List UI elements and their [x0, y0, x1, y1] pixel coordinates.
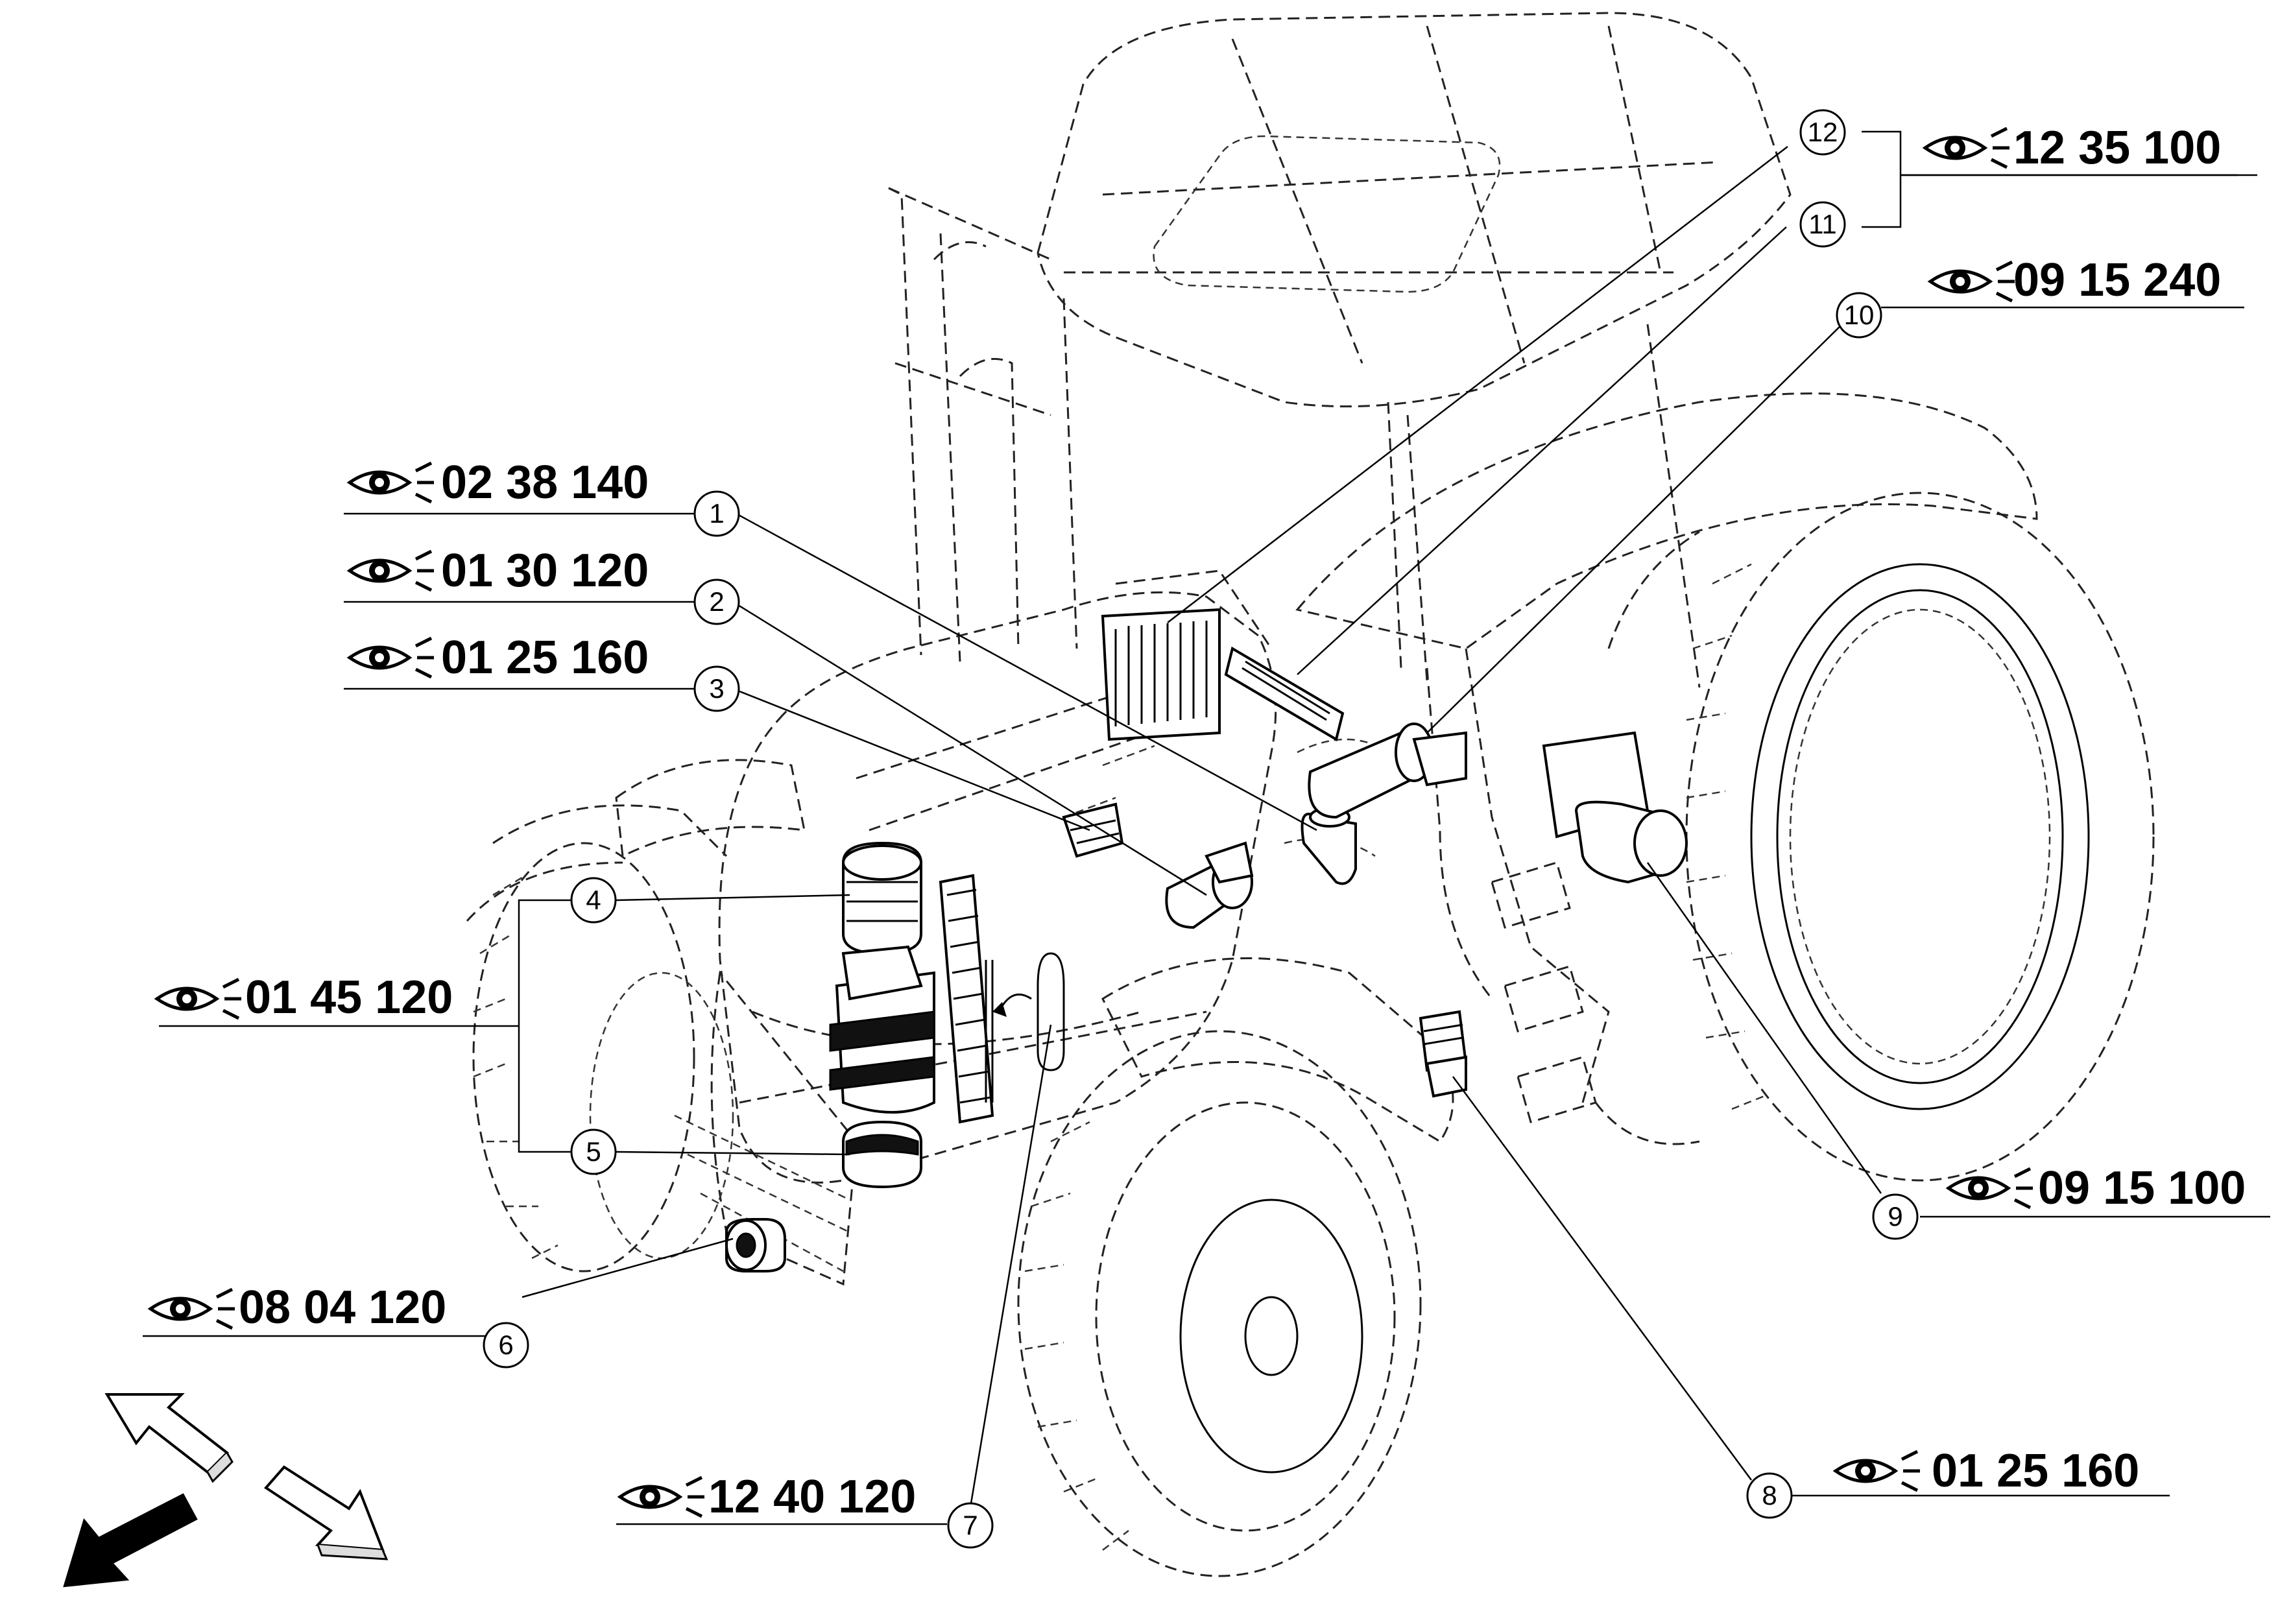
eye-icon: [620, 1477, 704, 1516]
eye-icon: [1836, 1451, 1920, 1490]
reference-r3[interactable]: 01 25 160: [344, 632, 694, 690]
reference-code: 12 40 120: [708, 1471, 916, 1523]
part-access-panel: [992, 952, 1065, 1071]
callout-7[interactable]: 7: [947, 1502, 994, 1549]
callout-11[interactable]: 11: [1799, 201, 1846, 248]
reference-code: 02 38 140: [441, 457, 649, 508]
reference-code: 09 15 100: [2038, 1162, 2246, 1214]
callout-number: 4: [586, 885, 601, 915]
reference-code: 01 25 160: [441, 632, 649, 684]
part-fuel-filter: [1301, 807, 1357, 885]
callout-4[interactable]: 4: [570, 877, 617, 924]
reference-code: 12 35 100: [2013, 122, 2221, 174]
reference-r4[interactable]: 01 45 120: [157, 972, 453, 1027]
arrow-down-left-icon: [63, 1493, 198, 1588]
part-starter-motor: [1308, 722, 1467, 819]
reference-r10[interactable]: 09 15 240: [1881, 254, 2244, 309]
callout-10[interactable]: 10: [1836, 292, 1882, 339]
callout-number: 7: [963, 1510, 978, 1540]
callout-number: 2: [709, 586, 724, 617]
eye-icon: [350, 551, 434, 590]
callout-number: 1: [709, 498, 724, 529]
reference-r8[interactable]: 01 25 160: [1790, 1445, 2170, 1497]
callout-9[interactable]: 9: [1872, 1193, 1919, 1240]
callout-5[interactable]: 5: [570, 1128, 617, 1175]
eye-icon: [1949, 1169, 2033, 1208]
eye-icon: [150, 1289, 235, 1328]
reference-r12[interactable]: 12 35 100: [1901, 122, 2238, 176]
reference-code: 01 30 120: [441, 545, 649, 597]
part-air-filter-housing: [829, 945, 935, 1114]
callout-number: 3: [709, 673, 724, 704]
callout-number: 11: [1808, 209, 1837, 239]
callout-6[interactable]: 6: [483, 1322, 529, 1368]
reference-code: 09 15 240: [2013, 254, 2221, 306]
callout-8[interactable]: 8: [1746, 1472, 1793, 1519]
reference-code: 08 04 120: [239, 1282, 446, 1333]
callout-number: 9: [1888, 1201, 1902, 1232]
part-air-filter-bottom: [842, 1120, 922, 1189]
callout-3[interactable]: 3: [693, 665, 740, 712]
eye-icon: [350, 463, 434, 502]
reference-code: 01 45 120: [245, 972, 453, 1023]
part-hydraulic-filter: [1419, 1010, 1468, 1098]
callout-number: 6: [498, 1330, 513, 1360]
reference-code: 01 25 160: [1932, 1445, 2139, 1497]
callout-number: 12: [1808, 117, 1838, 147]
eye-icon: [1930, 262, 2015, 301]
part-radiator: [939, 874, 994, 1124]
part-cab-air-filter: [1101, 608, 1221, 741]
reference-r6[interactable]: 08 04 120: [143, 1282, 486, 1337]
arrow-up-left-icon: [104, 1393, 234, 1483]
eye-icon: [350, 638, 434, 677]
eye-icon: [157, 979, 241, 1018]
part-alternator: [1165, 841, 1254, 929]
callout-number: 5: [586, 1136, 601, 1167]
callout-number: 8: [1762, 1480, 1777, 1511]
part-transmission-filter: [1542, 731, 1688, 884]
callout-12[interactable]: 12: [1799, 109, 1846, 156]
callout-1[interactable]: 1: [693, 490, 740, 537]
arrow-down-right-icon: [263, 1465, 389, 1560]
callout-2[interactable]: 2: [693, 579, 740, 625]
reference-r1[interactable]: 02 38 140: [344, 457, 694, 515]
part-cab-air-filter-narrow: [1224, 646, 1345, 742]
eye-icon: [1925, 128, 2009, 167]
reference-r9[interactable]: 09 15 100: [1920, 1162, 2270, 1218]
leader-lines: [363, 130, 2257, 1508]
callout-number: 10: [1844, 300, 1875, 330]
reference-r7[interactable]: 12 40 120: [616, 1471, 947, 1525]
reference-r2[interactable]: 01 30 120: [344, 545, 694, 603]
part-air-filter-top: [842, 841, 922, 955]
part-fuel-pump: [725, 1218, 786, 1272]
